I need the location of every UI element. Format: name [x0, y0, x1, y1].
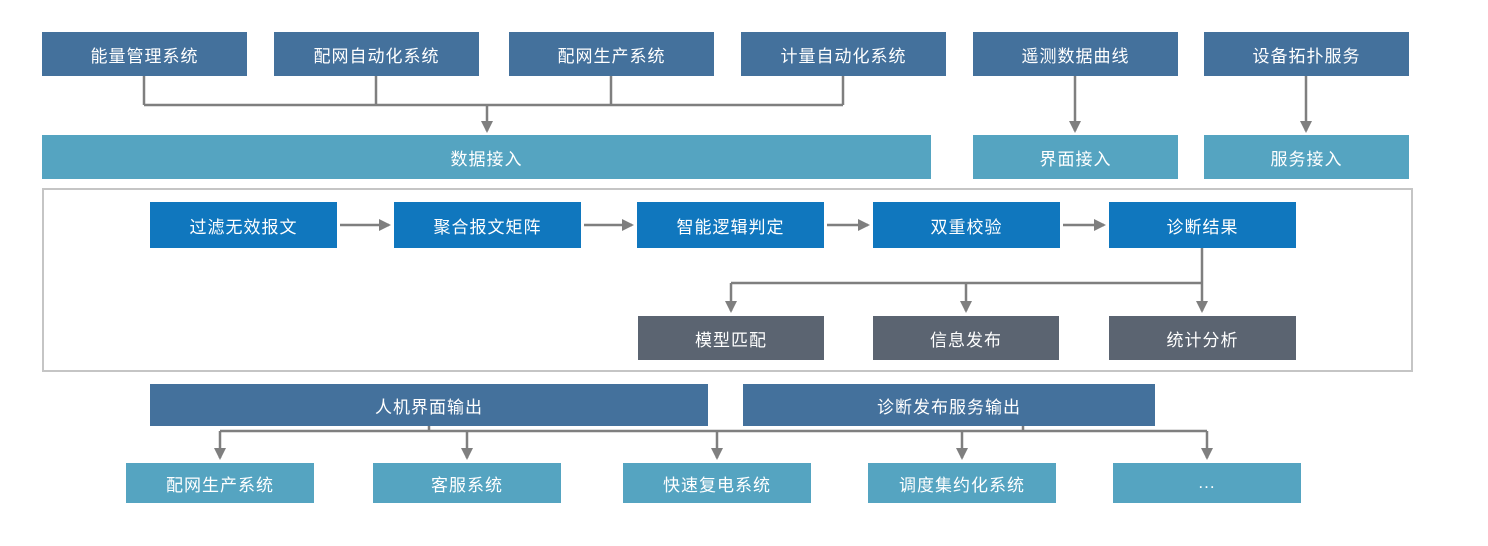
access-ui-bar: 界面接入 [973, 135, 1178, 179]
source-device-topology-service: 设备拓扑服务 [1204, 32, 1409, 76]
output-hmi-bar: 人机界面输出 [150, 384, 708, 426]
module-model-matching: 模型匹配 [638, 316, 824, 360]
target-customer-service-system: 客服系统 [373, 463, 561, 503]
target-distribution-production-system: 配网生产系统 [126, 463, 314, 503]
output-branch-wires [214, 426, 1213, 460]
target-more-systems: ... [1113, 463, 1301, 503]
source-telemetry-data-curve: 遥测数据曲线 [973, 32, 1178, 76]
module-statistical-analysis: 统计分析 [1109, 316, 1296, 360]
target-dispatch-centralization-system: 调度集约化系统 [868, 463, 1056, 503]
source-to-data-access-wires [142, 76, 1312, 133]
source-energy-management-system: 能量管理系统 [42, 32, 247, 76]
step-diagnosis-result: 诊断结果 [1109, 202, 1296, 248]
step-filter-invalid-messages: 过滤无效报文 [150, 202, 337, 248]
result-branch-wires [725, 248, 1208, 313]
step-aggregate-message-matrix: 聚合报文矩阵 [394, 202, 581, 248]
step-intelligent-logic-judgment: 智能逻辑判定 [637, 202, 824, 248]
output-diagnosis-publish-service-bar: 诊断发布服务输出 [743, 384, 1155, 426]
source-metering-automation-system: 计量自动化系统 [741, 32, 946, 76]
source-distribution-automation-system: 配网自动化系统 [274, 32, 479, 76]
access-service-bar: 服务接入 [1204, 135, 1409, 179]
access-data-bar: 数据接入 [42, 135, 931, 179]
target-fast-power-restoration-system: 快速复电系统 [623, 463, 811, 503]
step-double-verification: 双重校验 [873, 202, 1060, 248]
module-information-publishing: 信息发布 [873, 316, 1059, 360]
source-distribution-production-system: 配网生产系统 [509, 32, 714, 76]
